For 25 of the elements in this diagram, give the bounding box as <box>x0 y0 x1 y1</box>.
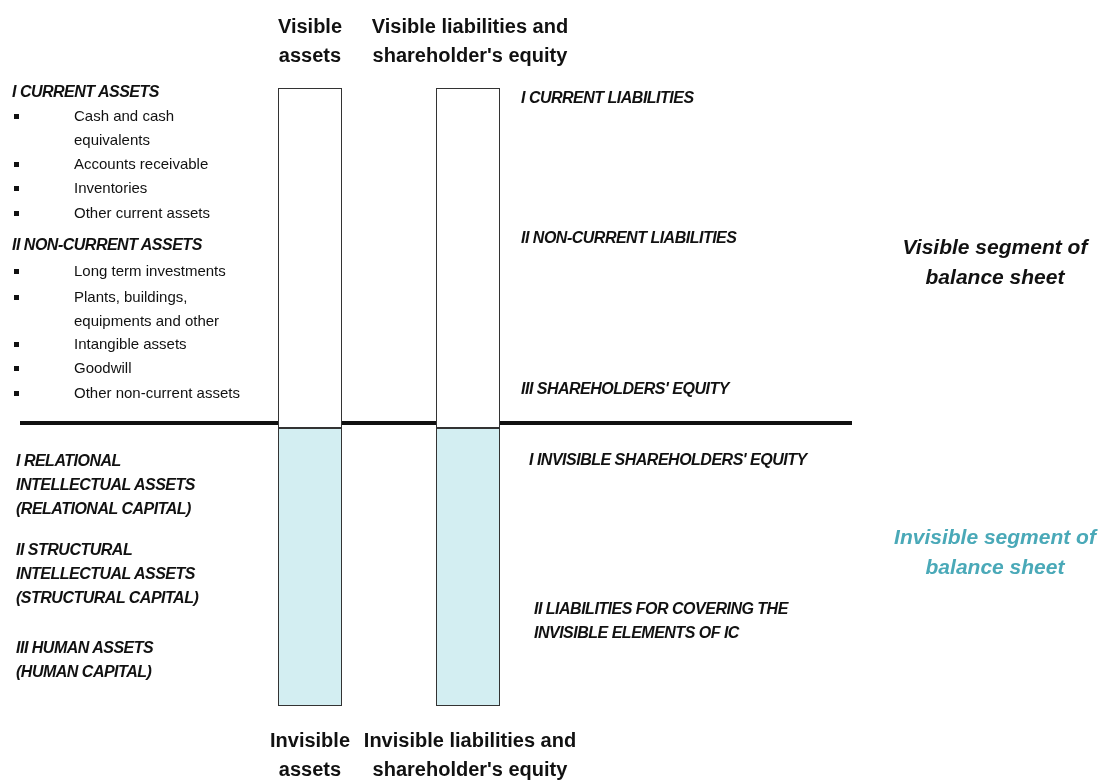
bar-heading: Invisible assets <box>269 728 351 782</box>
section-heading: II NON-CURRENT LIABILITIES <box>521 228 738 248</box>
segment-label: Invisible segment of balance sheet <box>893 524 1099 580</box>
list-item: Goodwill <box>74 358 133 378</box>
section-heading: II NON-CURRENT ASSETS <box>12 235 203 255</box>
list-item: Accounts receivable <box>74 154 210 174</box>
section-heading: I CURRENT LIABILITIES <box>521 88 695 108</box>
section-heading: I INVISIBLE SHAREHOLDERS' EQUITY <box>529 450 809 470</box>
section-heading: II STRUCTURAL INTELLECTUAL ASSETS (STRUCTURAL CAPITAL) <box>16 540 200 608</box>
section-heading: I RELATIONAL INTELLECTUAL ASSETS (RELATIONAL CAPITAL) <box>16 451 196 519</box>
list-item: Plants, buildings, equipments and other <box>74 287 221 331</box>
section-heading: II LIABILITIES FOR COVERING THE INVISIBLE ELEMENTS OF IC <box>534 599 790 643</box>
list-item: Intangible assets <box>74 334 188 354</box>
list-item: Cash and cash equivalents <box>74 106 176 150</box>
section-heading: I CURRENT ASSETS <box>12 82 160 102</box>
bar-heading: Visible liabilities and shareholder's equity <box>370 14 570 68</box>
list-item: Inventories <box>74 178 149 198</box>
bar-heading: Visible assets <box>276 14 344 68</box>
bar-heading: Invisible liabilities and shareholder's equity <box>362 728 578 782</box>
list-item: Other current assets <box>74 203 211 223</box>
section-heading: III SHAREHOLDERS' EQUITY <box>521 379 732 399</box>
segment-label: Visible segment of balance sheet <box>901 234 1090 290</box>
list-item: Other non-current assets <box>74 383 241 403</box>
list-item: Long term investments <box>74 261 227 281</box>
section-heading: III HUMAN ASSETS (HUMAN CAPITAL) <box>16 638 155 682</box>
